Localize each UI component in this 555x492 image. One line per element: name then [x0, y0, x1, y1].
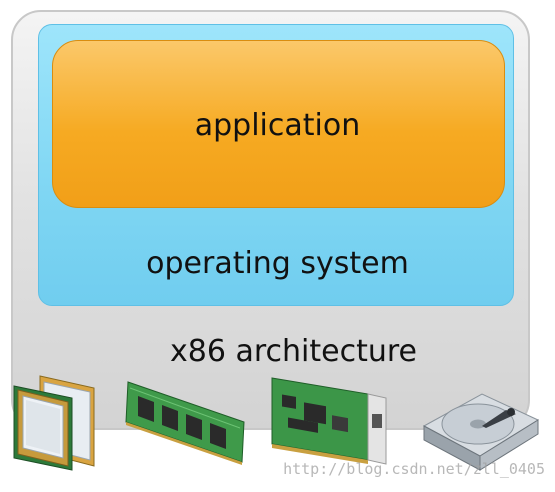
- application-layer: [52, 40, 505, 208]
- hardware-label: x86 architecture: [170, 334, 417, 369]
- cpu-icon: [13, 375, 95, 471]
- hard-disk-icon: [422, 393, 540, 471]
- application-label: application: [194, 108, 361, 143]
- ram-module-icon: [125, 381, 245, 465]
- operating-system-label: operating system: [146, 246, 409, 281]
- network-card-icon: [271, 377, 387, 465]
- watermark: http://blog.csdn.net/zll_0405: [283, 460, 545, 478]
